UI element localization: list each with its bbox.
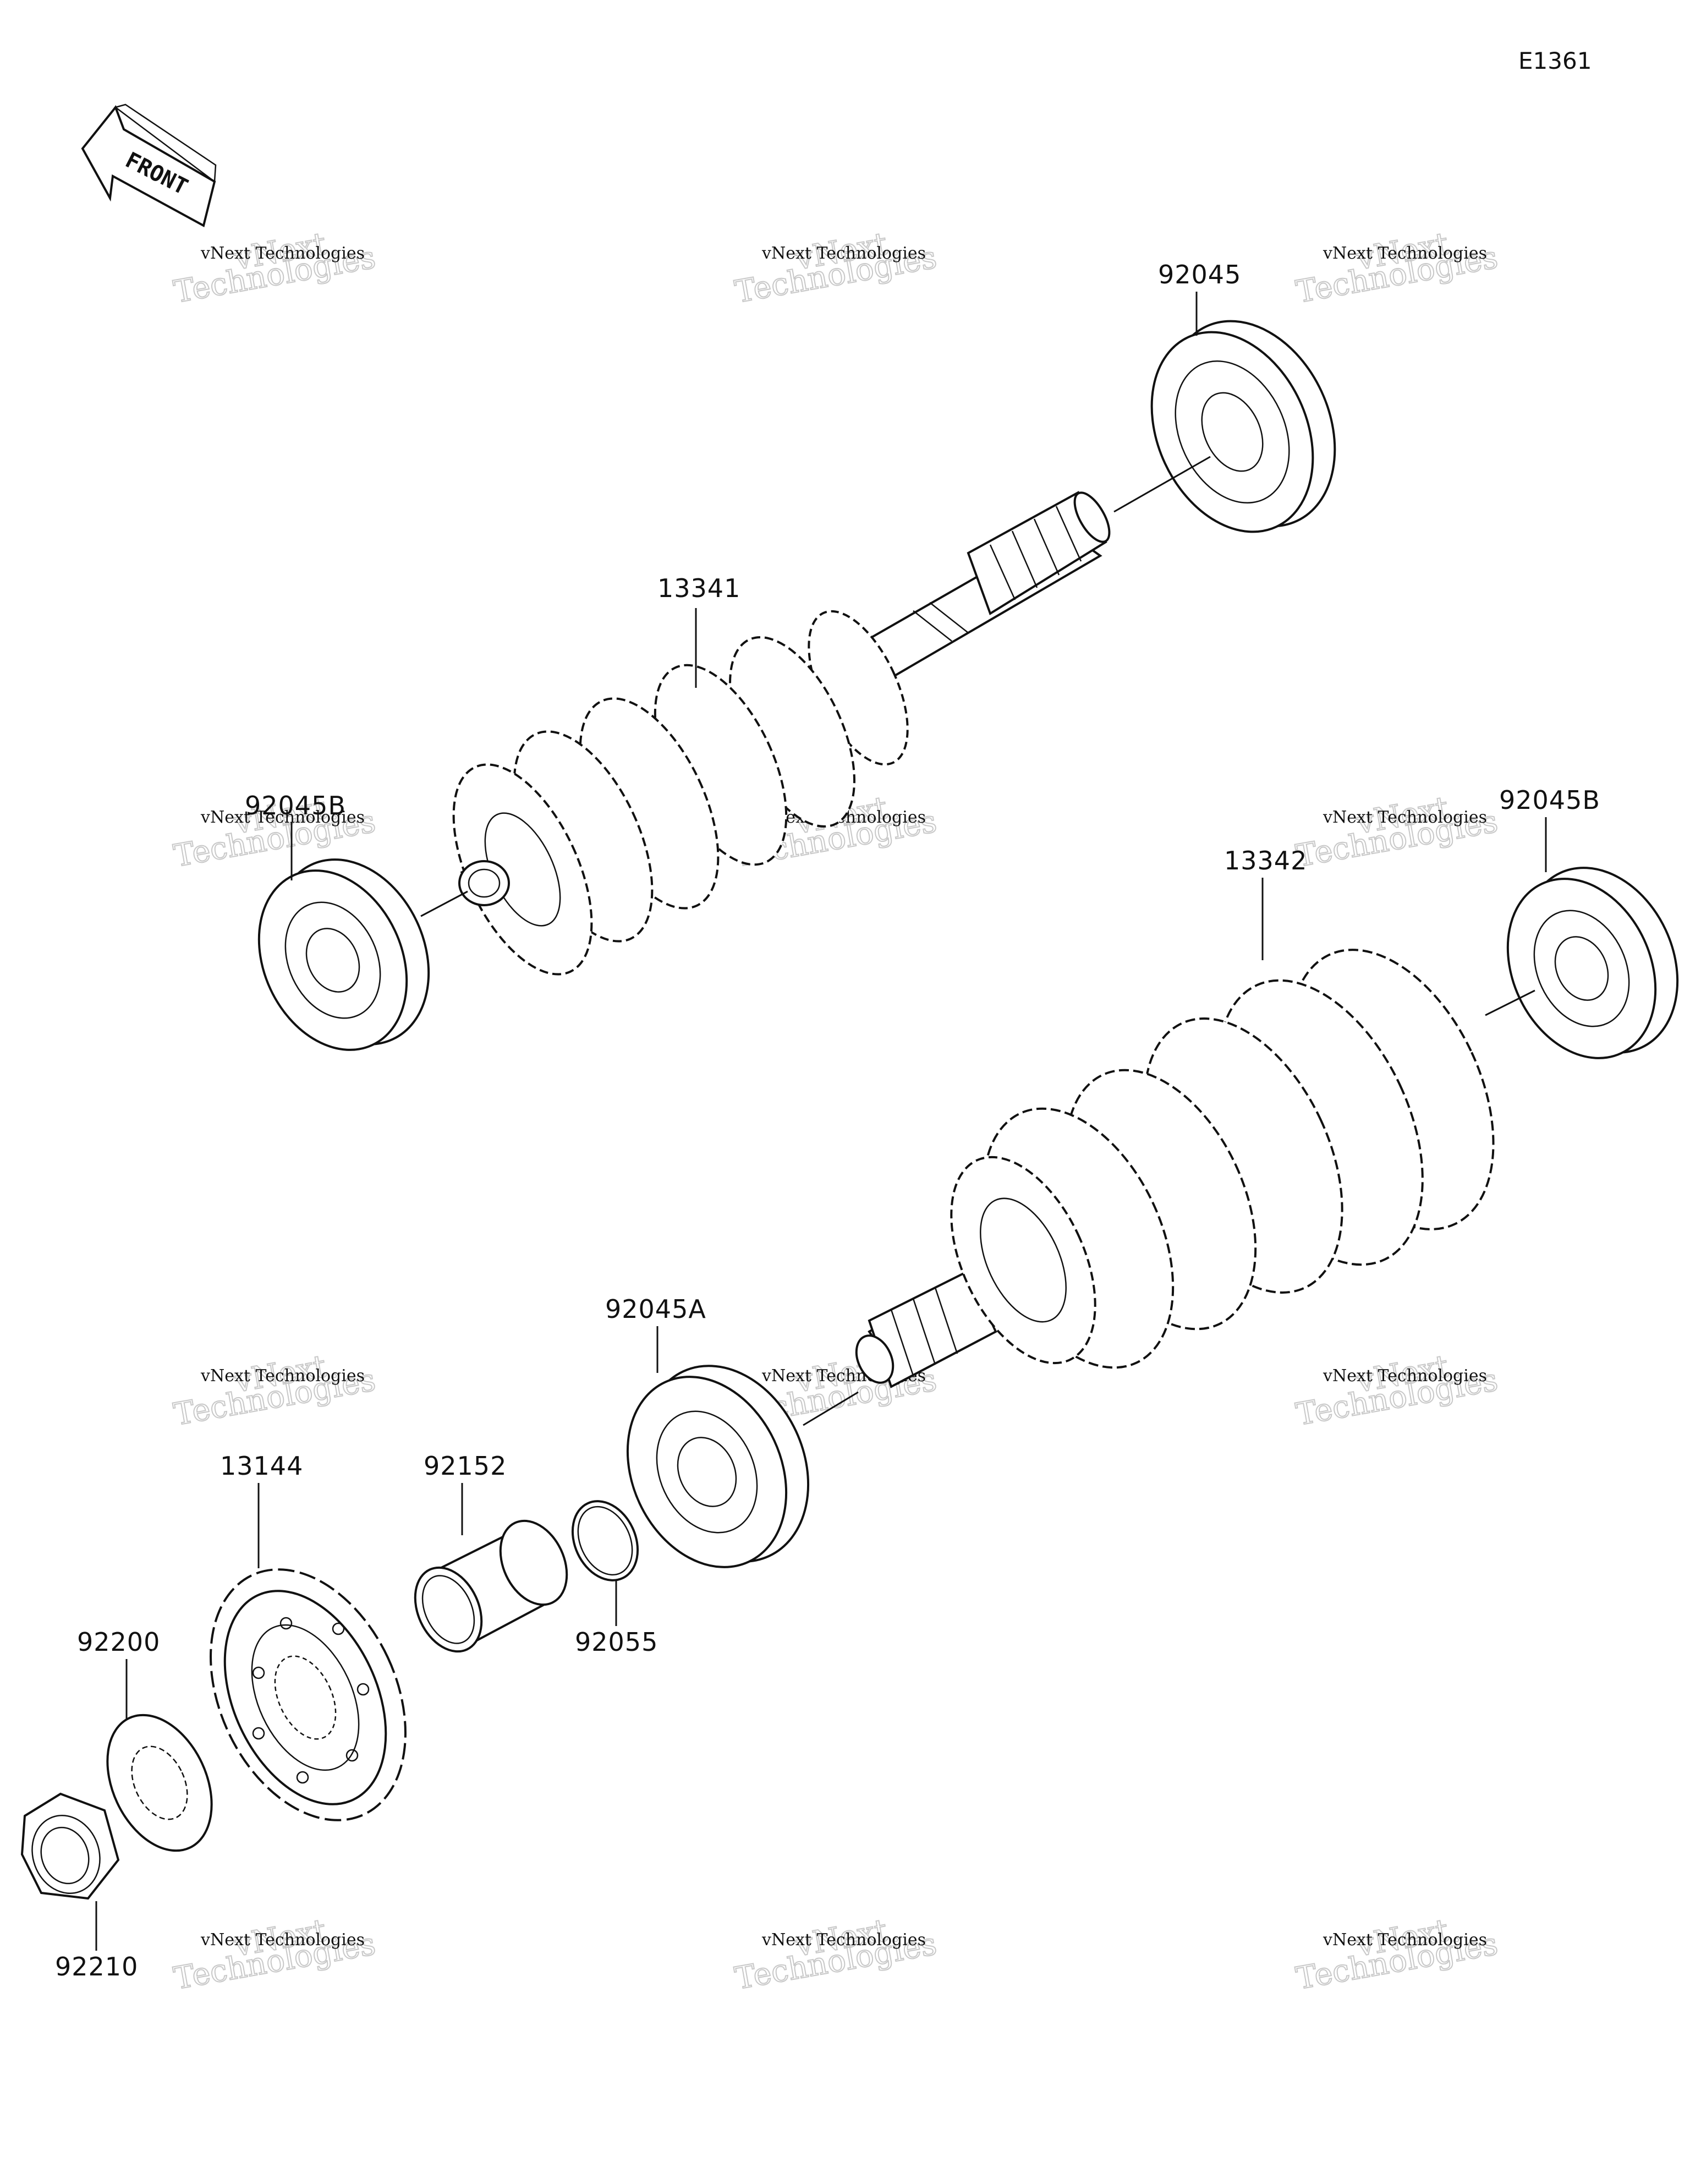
- bearing-92045: [1150, 320, 1336, 533]
- bearing-92045b-left: [257, 858, 430, 1051]
- watermark-text: vNext Technologies: [200, 244, 365, 263]
- watermark-text: vNext Technologies: [200, 808, 365, 827]
- front-arrow-icon: FRONT: [81, 103, 217, 227]
- callout-92045b-right: 92045B: [1499, 785, 1600, 815]
- watermark-text: vNext Technologies: [200, 1930, 365, 1950]
- callout-92152: 92152: [424, 1451, 507, 1481]
- circlip-92055: [571, 1500, 639, 1581]
- callout-92210: 92210: [55, 1952, 138, 1982]
- callout-92045a: 92045A: [605, 1294, 706, 1324]
- callout-92045: 92045: [1158, 260, 1241, 289]
- bearing-92045a: [626, 1365, 810, 1568]
- output-shaft-13342: [855, 949, 1495, 1388]
- nut-92210: [20, 1792, 120, 1900]
- lock-washer-92200: [106, 1714, 213, 1852]
- diagram-code: E1361: [1518, 47, 1592, 74]
- sprocket-13144: [210, 1568, 407, 1821]
- callout-92055: 92055: [575, 1627, 658, 1657]
- callout-13144: 13144: [220, 1451, 303, 1481]
- callout-13341: 13341: [657, 573, 740, 603]
- collar-92152: [414, 1519, 568, 1653]
- input-shaft-13341: [452, 491, 1111, 976]
- callout-92200: 92200: [77, 1627, 160, 1657]
- watermark-text: vNext Technologies: [1323, 1930, 1487, 1950]
- callout-92045b-left: 92045B: [245, 791, 346, 820]
- bearing-92045b-right: [1506, 867, 1679, 1059]
- callout-labels: 92045 13341 92045B 92045B 13342 92045A 1…: [55, 260, 1600, 1982]
- watermark-text: vNext Technologies: [761, 244, 926, 263]
- callout-13342: 13342: [1224, 846, 1307, 875]
- watermark-text: vNext Technologies: [1323, 244, 1487, 263]
- watermark-text: vNext Technologies: [200, 1366, 365, 1386]
- watermark-text: vNext Technologies: [1323, 808, 1487, 827]
- watermark-text: vNext Technologies: [761, 1930, 926, 1950]
- watermark-text: vNext Technologies: [1323, 1366, 1487, 1386]
